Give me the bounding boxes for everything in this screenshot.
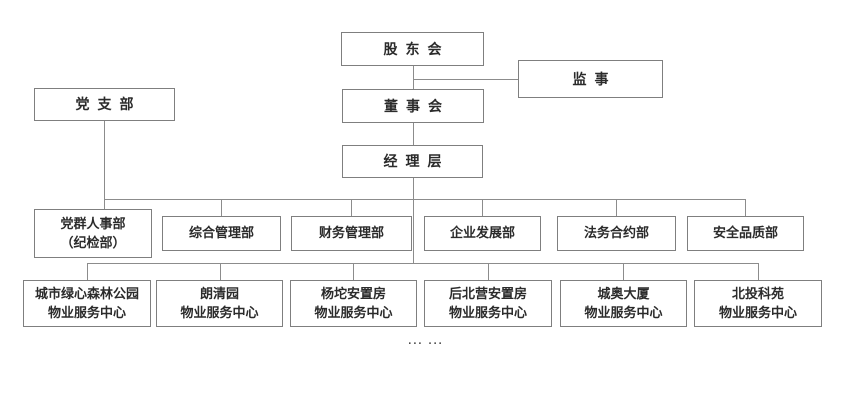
node-center-beitou-keyuan-label2: 物业服务中心 <box>718 304 797 320</box>
connector-department-bus <box>104 199 745 200</box>
node-dept-enterprise-dev-label: 企业发展部 <box>449 225 515 241</box>
node-shareholders: 股东会 <box>341 32 484 66</box>
node-supervisor: 监事 <box>518 60 663 98</box>
node-center-langqingyuan: 朗清园 物业服务中心 <box>156 280 283 327</box>
connector-management-trunk <box>413 177 414 263</box>
connector-drop-yangtuo <box>353 263 354 280</box>
node-management-label: 经理层 <box>383 153 450 170</box>
node-center-beitou-keyuan-label: 北投科苑 <box>731 285 784 301</box>
node-dept-finance: 财务管理部 <box>291 216 412 251</box>
node-dept-legal-contract-label: 法务合约部 <box>583 225 649 241</box>
continuation-ellipsis: ... ... <box>408 335 444 347</box>
connector-drop-houbeiying <box>488 263 489 280</box>
node-center-yangtuo-resettlement-label: 杨坨安置房 <box>320 285 386 301</box>
node-supervisor-label: 监事 <box>572 70 617 87</box>
node-center-urban-green-forest-park-label2: 物业服务中心 <box>47 304 126 320</box>
connector-supervisor-branch <box>413 79 518 80</box>
connector-shareholders-board <box>413 65 414 90</box>
connector-party-branch-drop <box>104 120 105 209</box>
node-dept-party-hr-label: 党群人事部 <box>60 215 126 231</box>
node-center-langqingyuan-label: 朗清园 <box>199 285 239 301</box>
connector-drop-langqingyuan <box>220 263 221 280</box>
node-management: 经理层 <box>342 145 483 178</box>
node-center-chengao-tower: 城奥大厦 物业服务中心 <box>560 280 687 327</box>
node-dept-general-admin-label: 综合管理部 <box>188 225 254 241</box>
node-shareholders-label: 股东会 <box>383 40 450 57</box>
node-dept-party-hr: 党群人事部 （纪检部） <box>34 209 152 258</box>
node-center-yangtuo-resettlement: 杨坨安置房 物业服务中心 <box>290 280 417 327</box>
node-party-branch-label: 党支部 <box>75 96 142 113</box>
node-board-label: 董事会 <box>384 97 450 114</box>
node-center-houbeiying-resettlement: 后北营安置房 物业服务中心 <box>424 280 552 327</box>
node-dept-safety-quality-label: 安全品质部 <box>712 225 778 241</box>
node-center-langqingyuan-label2: 物业服务中心 <box>180 304 259 320</box>
connector-drop-finance <box>351 199 352 216</box>
connector-drop-enterprise-dev <box>482 199 483 216</box>
node-board: 董事会 <box>342 89 484 123</box>
connector-board-management <box>413 122 414 145</box>
node-dept-general-admin: 综合管理部 <box>162 216 281 251</box>
node-dept-enterprise-dev: 企业发展部 <box>424 216 541 251</box>
connector-drop-general-admin <box>221 199 222 216</box>
connector-drop-urban-green <box>87 263 88 280</box>
node-center-urban-green-forest-park: 城市绿心森林公园 物业服务中心 <box>23 280 151 327</box>
node-dept-legal-contract: 法务合约部 <box>557 216 676 251</box>
connector-drop-legal-contract <box>616 199 617 216</box>
node-dept-safety-quality: 安全品质部 <box>687 216 804 251</box>
connector-drop-chengao <box>623 263 624 280</box>
node-center-chengao-tower-label: 城奥大厦 <box>597 285 650 301</box>
node-center-houbeiying-resettlement-label: 后北营安置房 <box>448 285 527 301</box>
node-center-urban-green-forest-park-label: 城市绿心森林公园 <box>34 285 139 301</box>
node-party-branch: 党支部 <box>34 88 175 121</box>
node-center-chengao-tower-label2: 物业服务中心 <box>584 304 663 320</box>
node-center-beitou-keyuan: 北投科苑 物业服务中心 <box>694 280 822 327</box>
connector-drop-safety-quality <box>745 199 746 216</box>
connector-drop-beitou <box>758 263 759 280</box>
node-dept-finance-label: 财务管理部 <box>318 225 384 241</box>
node-center-yangtuo-resettlement-label2: 物业服务中心 <box>314 304 393 320</box>
connector-center-bus <box>87 263 758 264</box>
node-center-houbeiying-resettlement-label2: 物业服务中心 <box>448 304 527 320</box>
node-dept-party-hr-label2: （纪检部） <box>60 234 126 250</box>
